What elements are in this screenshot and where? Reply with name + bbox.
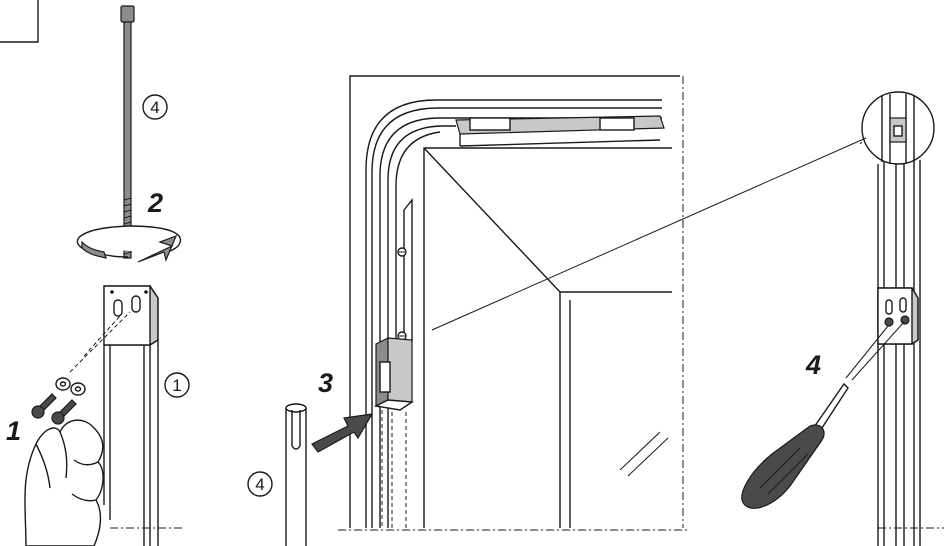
screwdriver-guide-1	[845, 325, 889, 379]
panel-left: 4 2	[0, 0, 190, 546]
curved-rail	[365, 99, 662, 528]
washers	[55, 377, 86, 396]
outer-frame	[349, 75, 680, 528]
part-1-callout: 1	[164, 372, 190, 398]
push-arrow	[311, 413, 374, 453]
guide-strip	[397, 198, 413, 352]
guide-line-1	[83, 315, 121, 357]
end-bracket	[103, 285, 159, 346]
detail-leader-2	[859, 141, 863, 145]
step-3-label: 3	[318, 368, 333, 398]
corner-frame	[0, 0, 39, 43]
detail-leader-1	[431, 137, 867, 331]
adapter-block	[373, 337, 415, 411]
sleeve-tube	[285, 403, 307, 546]
screws	[31, 393, 77, 425]
part-4-label-top: 4	[150, 98, 159, 117]
screwdriver-guide-2	[851, 321, 905, 381]
vertical-profile	[103, 340, 185, 546]
part-1-label: 1	[172, 376, 181, 395]
sash	[423, 147, 672, 528]
part-4-label-bottom: 4	[255, 475, 264, 494]
part-4-callout-top: 4	[142, 94, 168, 120]
detail-circle	[861, 91, 935, 165]
screwdriver	[741, 382, 849, 509]
top-connector	[455, 115, 665, 147]
step-4-label: 4	[805, 350, 821, 380]
rotation-arrow	[76, 225, 182, 263]
step-1-label: 1	[6, 416, 21, 446]
right-profile	[877, 160, 944, 546]
hand	[24, 419, 104, 546]
panel-middle: 3 4	[247, 75, 867, 546]
right-bracket	[877, 287, 919, 345]
guide-line-2	[69, 311, 131, 373]
threaded-rod	[120, 5, 135, 259]
panel-right: 4	[741, 91, 944, 546]
step-2-label: 2	[147, 188, 163, 218]
part-4-callout-bottom: 4	[247, 471, 273, 497]
